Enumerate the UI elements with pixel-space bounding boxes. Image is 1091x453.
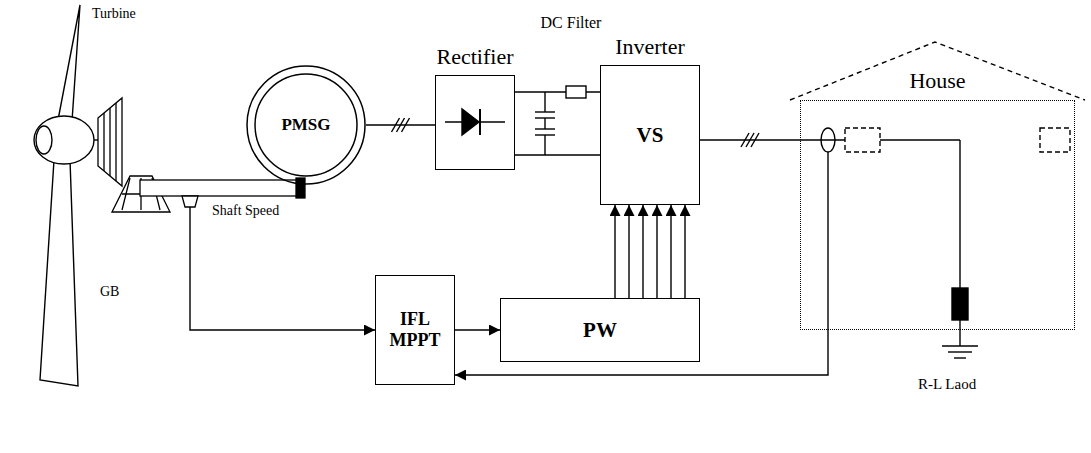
generator-circle: PMSG xyxy=(246,65,366,185)
node-text: IFL MPPT xyxy=(385,309,445,350)
signal-label: Shaft Speed xyxy=(212,203,279,219)
shaft xyxy=(140,178,305,207)
connector xyxy=(366,118,435,132)
part-label: DC Filter xyxy=(540,14,602,32)
node-text: PMSG xyxy=(281,115,330,135)
connector xyxy=(700,133,800,147)
connector xyxy=(615,205,685,298)
turbine-drawing xyxy=(34,5,100,386)
node-text: VS xyxy=(637,123,664,147)
connector xyxy=(515,155,600,156)
controller-box: IFL MPPT xyxy=(375,275,455,385)
connector xyxy=(455,330,500,331)
part-label: Turbine xyxy=(92,6,136,22)
dc-filter xyxy=(515,86,600,155)
node-heading: House xyxy=(741,68,1091,94)
house-outline: House xyxy=(800,100,1075,330)
speed-signal-line xyxy=(190,207,375,330)
part-label: R-L Laod xyxy=(918,376,976,393)
inverter-box: InverterVS xyxy=(600,65,700,205)
current-feedback-line xyxy=(455,152,828,375)
rectifier-box: Rectifier xyxy=(435,75,515,170)
pwm-box: PW xyxy=(500,298,700,362)
diode-symbol xyxy=(445,109,505,135)
node-text: PW xyxy=(583,318,617,342)
node-heading: Rectifier xyxy=(376,44,574,70)
node-heading: Inverter xyxy=(541,34,759,60)
part-label: GB xyxy=(100,284,119,300)
